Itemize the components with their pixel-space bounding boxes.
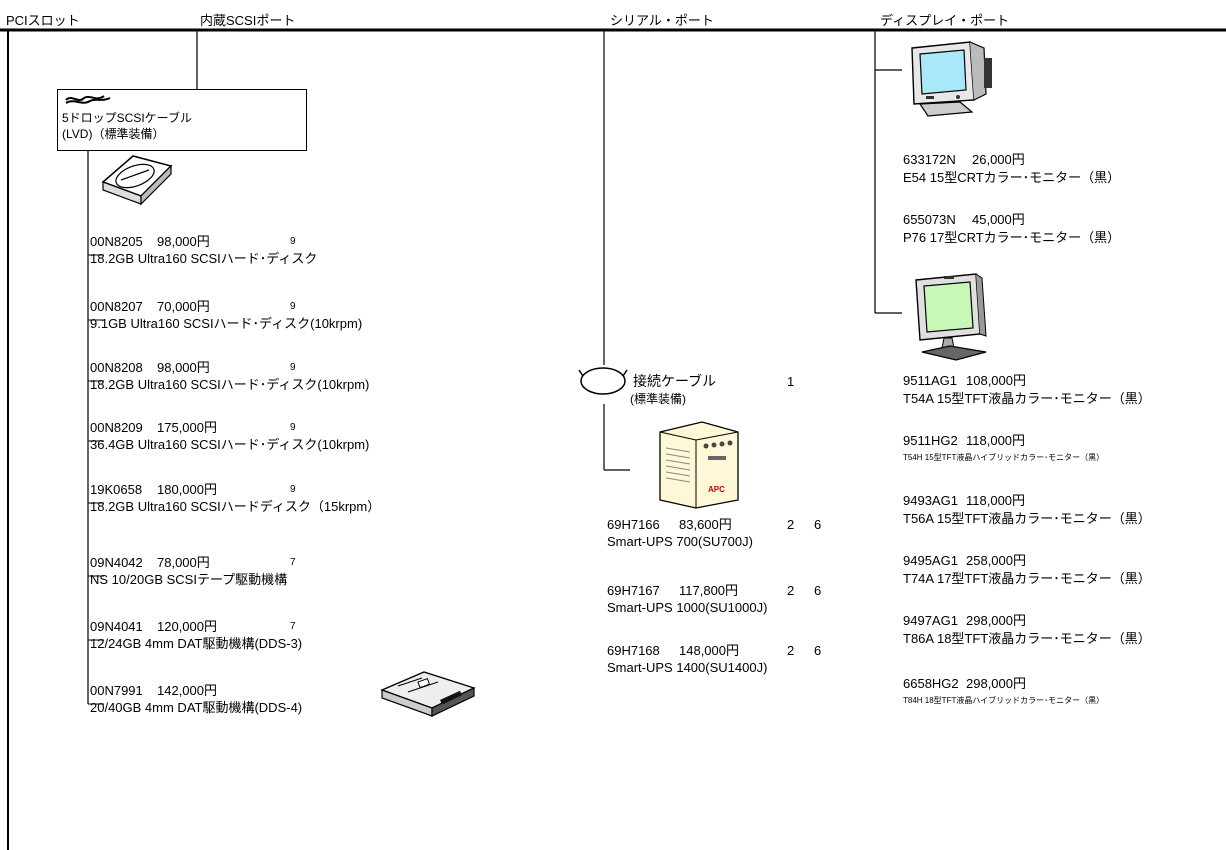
scsi-item-note: 9 [290,422,296,433]
tft-item-desc: T54H 15型TFT液晶ハイブリッドカラー･モニター（黒） [903,453,1105,462]
serial-cable-label: 接続ケーブル [633,373,717,389]
scsi-item-price: 175,000円 [157,420,217,435]
crt-item-price: 45,000円 [972,212,1025,227]
scsi-item-code: 00N8208 [90,360,143,375]
tft-item-price: 258,000円 [966,553,1026,568]
scsi-item-code: 09N4041 [90,619,143,634]
tft-monitor-icon [915,273,987,361]
serial-cable-note: 1 [787,374,795,389]
ups-item-price: 117,800円 [679,583,739,598]
scsi-item-price: 180,000円 [157,482,217,497]
header-display: ディスプレイ・ポート [880,13,1010,28]
header-scsi: 内蔵SCSIポート [200,13,296,28]
ups-item-note: 2 [787,517,795,532]
header-serial: シリアル・ポート [610,13,714,28]
scsi-cable-box: 5ドロップSCSIケーブル (LVD)（標準装備） [57,89,307,151]
scsi-item-price: 70,000円 [157,299,210,314]
scsi-item-desc: 36.4GB Ultra160 SCSIハード･ディスク(10krpm) [90,437,370,452]
tft-item-code: 9511HG2 [903,433,958,448]
scsi-item-note: 9 [290,484,296,495]
ups-item-code: 69H7166 [607,517,660,532]
scsi-item-desc: 20/40GB 4mm DAT駆動機構(DDS-4) [90,700,303,715]
ups-item-note: 6 [814,583,822,598]
ups-item-note: 6 [814,517,822,532]
ups-icon: APC [659,421,739,509]
scsi-item-code: 00N7991 [90,683,143,698]
scsi-item-desc: 18.2GB Ultra160 SCSIハード･ディスク(10krpm) [90,377,370,392]
scsi-item-price: 142,000円 [157,683,217,698]
tft-item-desc: T56A 15型TFT液晶カラー･モニター（黒） [903,511,1151,526]
scsi-item-desc: 12/24GB 4mm DAT駆動機構(DDS-3) [90,636,303,651]
ups-item-code: 69H7167 [607,583,660,598]
tft-item-code: 9493AG1 [903,493,958,508]
scsi-item-price: 98,000円 [157,360,210,375]
crt-monitor-icon [911,41,992,117]
scsi-item-note: 9 [290,362,296,373]
ups-item-note: 2 [787,583,795,598]
scsi-item-desc: NS 10/20GB SCSIテープ駆動機構 [90,572,288,587]
tft-item-desc: T84H 18型TFT液晶ハイブリッドカラー･モニター（黒） [903,696,1105,705]
scsi-item-code: 00N8207 [90,299,143,314]
crt-item-desc: E54 15型CRTカラー･モニター（黒） [903,170,1121,185]
tft-item-code: 9495AG1 [903,553,958,568]
crt-item-code: 655073N [903,212,956,227]
scsi-item-desc: 18.2GB Ultra160 SCSIハードディスク（15krpm） [90,499,381,514]
cable-icon [65,95,111,104]
tft-item-price: 118,000円 [966,433,1026,448]
serial-cable-label-2: (標準装備) [630,392,686,406]
scsi-item-code: 09N4042 [90,555,143,570]
ups-item-desc: Smart-UPS 1000(SU1000J) [607,600,768,615]
scsi-item-note: 7 [290,557,296,568]
ups-item-desc: Smart-UPS 1400(SU1400J) [607,660,768,675]
tft-item-code: 9511AG1 [903,373,957,388]
crt-item-price: 26,000円 [972,152,1025,167]
tft-item-price: 108,000円 [966,373,1026,388]
scsi-item-price: 98,000円 [157,234,210,249]
scsi-item-code: 19K0658 [90,482,143,497]
scsi-item-note: 9 [290,236,296,247]
ups-item-price: 83,600円 [679,517,732,532]
ups-item-code: 69H7168 [607,643,660,658]
hard-disk-icon [101,155,173,206]
scsi-item-price: 78,000円 [157,555,210,570]
cable-label-2: (LVD)（標準装備） [62,127,165,141]
ups-item-note: 6 [814,643,822,658]
ups-item-desc: Smart-UPS 700(SU700J) [607,534,753,549]
ups-item-note: 2 [787,643,795,658]
cable-label-1: 5ドロップSCSIケーブル [62,111,192,125]
scsi-item-price: 120,000円 [157,619,217,634]
scsi-item-code: 00N8209 [90,420,143,435]
scsi-item-note: 7 [290,621,296,632]
tft-item-desc: T74A 17型TFT液晶カラー･モニター（黒） [903,571,1151,586]
tft-item-code: 6658HG2 [903,676,959,691]
tft-item-price: 118,000円 [966,493,1026,508]
crt-item-code: 633172N [903,152,956,167]
dat-drive-icon [380,671,476,717]
scsi-item-code: 00N8205 [90,234,143,249]
ups-item-price: 148,000円 [679,643,739,658]
tft-item-price: 298,000円 [966,613,1026,628]
tft-item-desc: T54A 15型TFT液晶カラー･モニター（黒） [903,391,1151,406]
tft-item-desc: T86A 18型TFT液晶カラー･モニター（黒） [903,631,1151,646]
tft-item-price: 298,000円 [966,676,1026,691]
scsi-item-note: 9 [290,301,296,312]
scsi-item-desc: 9.1GB Ultra160 SCSIハード･ディスク(10krpm) [90,316,363,331]
scsi-item-desc: 18.2GB Ultra160 SCSIハード･ディスク [90,251,318,266]
header-pci: PCIスロット [6,13,80,28]
tft-item-code: 9497AG1 [903,613,958,628]
serial-cable-icon [578,367,628,395]
ups-logo: APC [708,485,725,494]
crt-item-desc: P76 17型CRTカラー･モニター（黒） [903,230,1121,245]
